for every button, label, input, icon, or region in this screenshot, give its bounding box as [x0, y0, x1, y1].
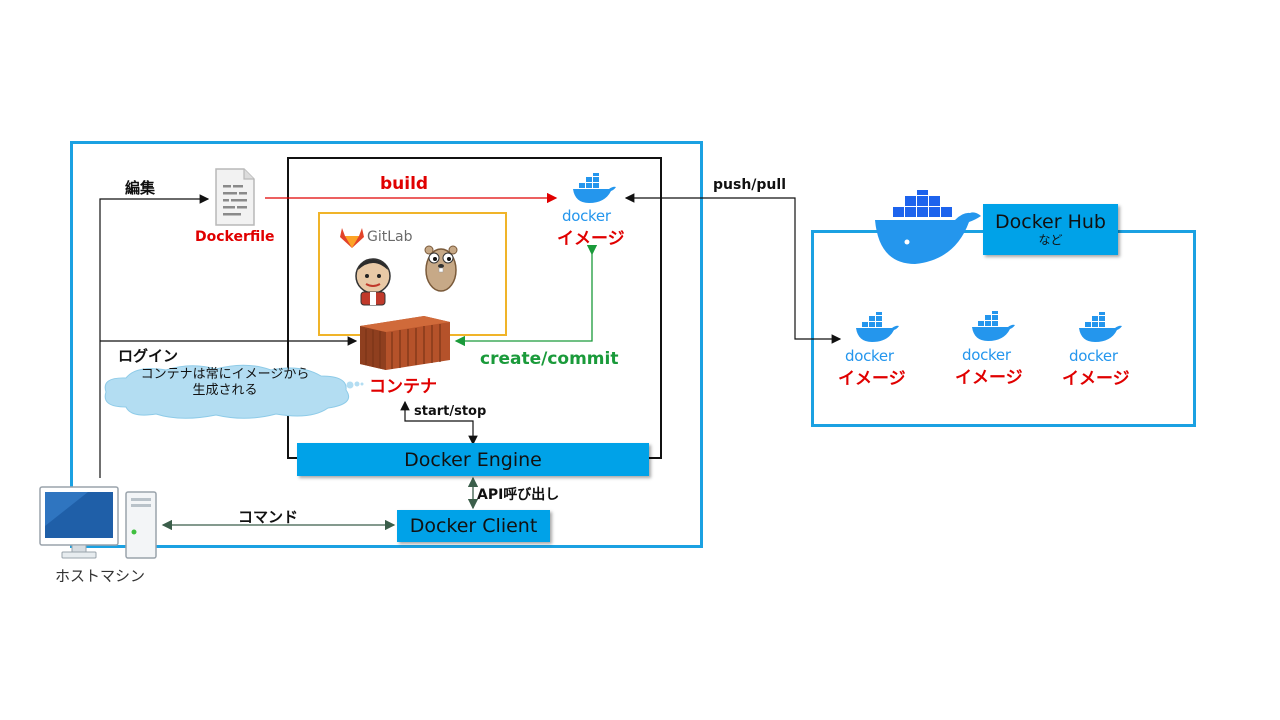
create-commit-label: create/commit [480, 349, 619, 369]
docker-logo-text: docker [1069, 347, 1118, 365]
image-label: イメージ [838, 369, 906, 389]
image-label: イメージ [1062, 369, 1130, 389]
docker-client-bar: Docker Client [397, 510, 550, 542]
image-label: イメージ [955, 368, 1023, 388]
docker-engine-bar: Docker Engine [297, 443, 649, 476]
host-computer-icon [39, 486, 157, 559]
docker-whale-icon [972, 311, 1015, 341]
command-label: コマンド [238, 508, 299, 526]
dockerfile-label: Dockerfile [195, 229, 275, 245]
image-label: イメージ [557, 229, 625, 249]
docker-whale-icon [1079, 312, 1122, 342]
push-pull-label: push/pull [713, 177, 786, 193]
container-label: コンテナ [369, 377, 437, 397]
file-icon [215, 168, 255, 226]
gitlab-label: GitLab [367, 229, 413, 245]
edit-label: 編集 [125, 179, 156, 197]
api-call-label: API呼び出し [477, 487, 560, 503]
docker-hub-subtitle: など [1038, 232, 1063, 247]
commit-arrow [454, 244, 598, 347]
gitlab-icon [340, 228, 364, 248]
edit-line [99, 194, 210, 478]
docker-whale-icon [856, 312, 899, 342]
docker-logo-text: docker [845, 347, 894, 365]
login-label: ログイン [118, 347, 179, 365]
start-stop-arrow [400, 400, 478, 446]
host-frame [70, 141, 703, 548]
host-machine-label: ホストマシン [54, 567, 145, 585]
docker-hub-title: Docker Hub [995, 210, 1106, 233]
jenkins-icon [355, 258, 391, 306]
docker-logo-text: docker [562, 207, 611, 225]
gopher-icon [424, 245, 458, 292]
docker-whale-icon [573, 173, 616, 203]
container-icon [360, 316, 450, 370]
build-label: build [380, 174, 429, 194]
start-stop-label: start/stop [414, 404, 487, 419]
docker-logo-text: docker [962, 346, 1011, 364]
docker-hub-whale-icon [875, 190, 981, 264]
cloud-note: コンテナは常にイメージから生成される [140, 367, 310, 399]
push-pull-arrow [624, 193, 842, 344]
cloud-shape [104, 364, 364, 419]
docker-hub-title-box: Docker Hub など [983, 204, 1118, 255]
app-frame [318, 212, 507, 336]
